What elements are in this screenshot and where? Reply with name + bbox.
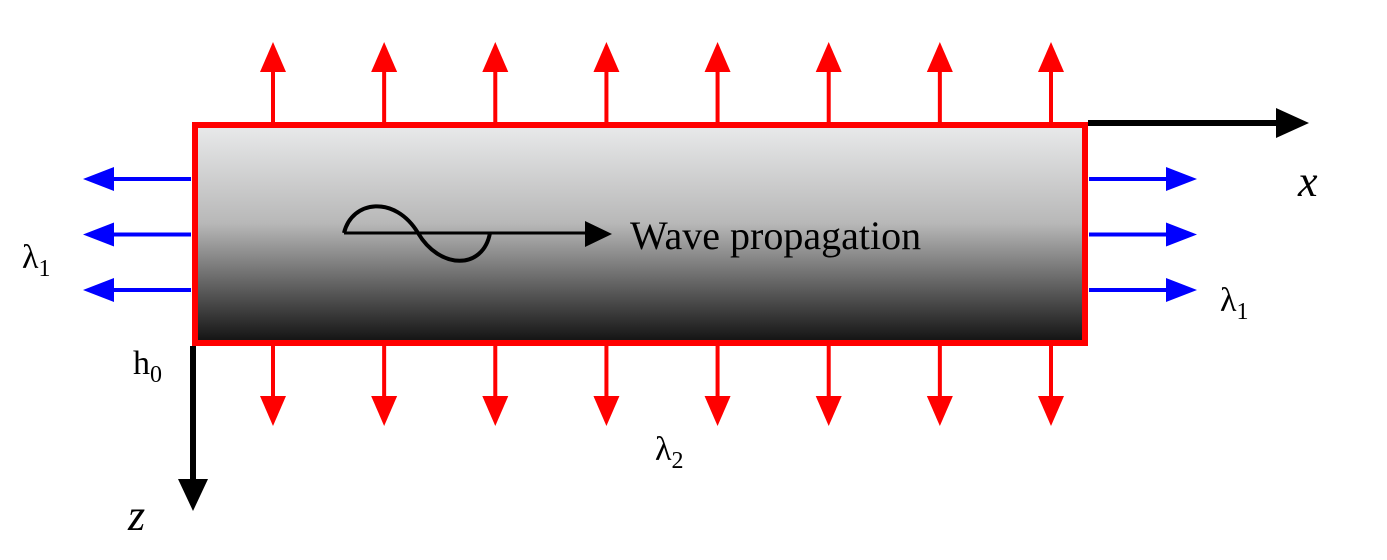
stretch-arrowhead-left [83,222,114,247]
tension-arrowhead-down [704,396,731,426]
thickness-label: h0 [133,345,162,388]
x-axis-arrowhead [1276,108,1309,138]
tension-arrowhead-up [593,42,620,72]
tension-arrowhead-down [1038,396,1064,426]
left-stress-label: λ1 [22,239,51,282]
plate [192,122,1088,346]
tension-arrowhead-up [1038,42,1064,72]
x-axis-label: x [1297,157,1318,206]
tension-arrowhead-down [926,396,953,426]
z-axis-arrowhead [178,479,208,511]
stretch-arrowhead-right [1166,222,1197,247]
wave-label: Wave propagation [630,213,921,258]
bottom-stress-label: λ2 [655,431,684,474]
stretch-arrowhead-right [1166,167,1197,191]
tension-arrowhead-down [593,396,620,426]
wave-arrowhead [585,221,612,247]
tension-arrowhead-up [926,42,953,72]
stretch-arrowhead-right [1166,278,1197,302]
stretch-arrowhead-left [83,167,114,191]
tension-arrowhead-up [704,42,731,72]
z-axis-label: z [127,491,145,540]
stretch-arrowhead-left [83,278,114,302]
tension-arrowhead-up [371,42,398,72]
tension-arrowhead-down [815,396,842,426]
tension-arrowhead-up [482,42,509,72]
tension-arrowhead-up [815,42,842,72]
tension-arrowhead-up [260,42,286,72]
right-stress-label: λ1 [1220,282,1249,325]
tension-arrowhead-down [260,396,286,426]
tension-arrowhead-down [482,396,509,426]
tension-arrowhead-down [371,396,398,426]
